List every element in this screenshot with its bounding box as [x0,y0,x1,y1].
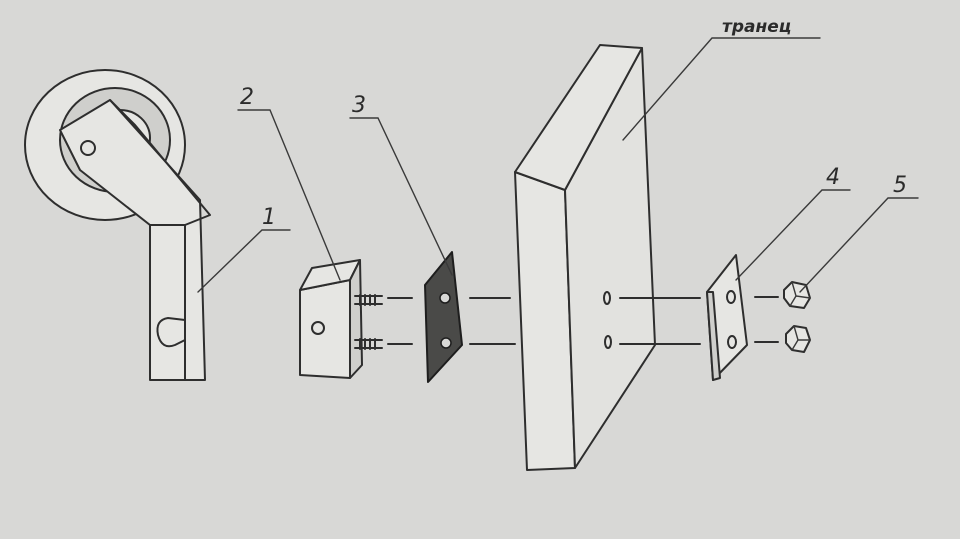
part-5-nuts [783,281,811,353]
clamp-block-side [349,259,363,379]
leader-transom [622,37,821,141]
transom-board [514,44,656,471]
transom-hole-lower [604,335,612,349]
nut-lower-edge [791,325,811,351]
bracket-hook-slot [156,317,186,348]
clamp-block-hole [311,321,325,335]
part-4-backing-plate [706,254,748,381]
label-transom: транец [722,17,791,37]
leader-5 [799,197,919,293]
label-part-3: 3 [352,93,366,118]
part-3-gasket-plate [424,251,463,383]
gasket-hole-upper [439,292,451,304]
gasket-plate [424,251,463,383]
backing-plate-edge [706,291,721,381]
label-part-4: 4 [826,165,840,190]
axis-lower [387,341,779,345]
gasket-hole-lower [440,337,452,349]
axis-upper [387,296,779,299]
nut-upper-edge [789,281,811,307]
label-part-2: 2 [240,85,254,110]
backing-hole-lower [727,335,737,349]
bracket-arm [59,99,206,381]
leader-4 [735,189,851,281]
leader-1 [197,229,291,293]
clamp-block-front [299,279,351,379]
backing-hole-upper [726,290,736,304]
part-2-clamp-block [299,259,383,379]
stud-lower [354,338,383,350]
leader-lines [197,37,919,293]
bracket-arm-edge [109,99,211,381]
transom-hole-upper [603,291,611,305]
leader-2 [237,109,341,281]
label-part-1: 1 [262,205,276,230]
bracket-pivot-hole [80,140,96,156]
assembly-axis-lines [387,296,779,345]
part-1-roller-bracket [24,69,211,381]
leader-3 [349,117,453,276]
transom-top-face [514,44,643,191]
stud-upper [354,294,383,306]
label-part-5: 5 [893,173,907,198]
